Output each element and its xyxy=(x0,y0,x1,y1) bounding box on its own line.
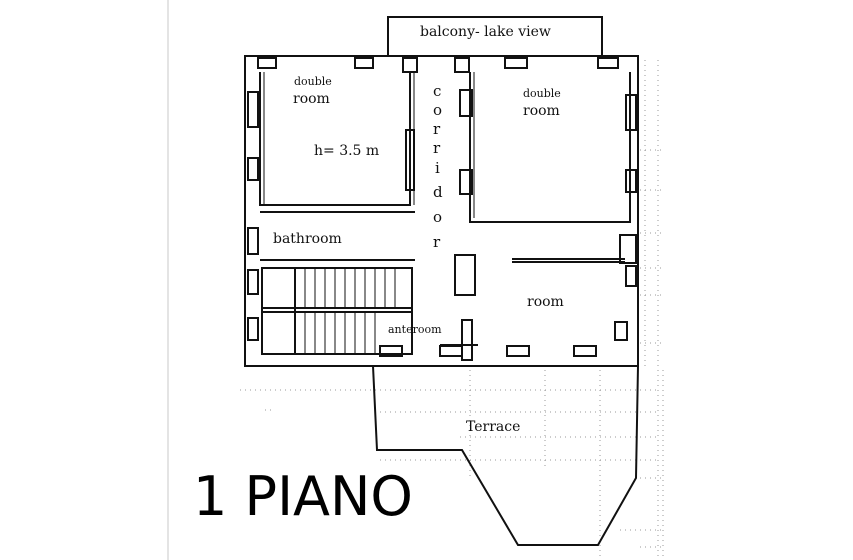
double-room-left-label-2: room xyxy=(293,91,330,107)
corridor-letter: c xyxy=(433,82,442,100)
terrace-outline xyxy=(372,365,639,546)
double-room-right-label-2: room xyxy=(523,103,560,119)
corridor-letter: d xyxy=(433,183,443,201)
stair-treads xyxy=(304,268,396,354)
double-room-right-label-1: double xyxy=(523,87,561,100)
corridor-letter: i xyxy=(435,159,440,177)
bathroom-label: bathroom xyxy=(273,231,342,247)
corridor-letter: r xyxy=(433,139,441,157)
room-label: room xyxy=(527,294,564,310)
walls xyxy=(244,16,639,546)
corridor-letter: r xyxy=(433,233,441,251)
grid-lines xyxy=(240,60,665,560)
double-room-left-label-1: double xyxy=(294,75,332,88)
building-outline xyxy=(244,55,639,367)
sidebar-strip xyxy=(0,0,169,560)
terrace-label: Terrace xyxy=(466,419,521,435)
floor-title: 1 PIANO xyxy=(193,465,413,528)
balcony-label: balcony- lake view xyxy=(420,24,551,40)
anteroom-label: anteroom xyxy=(388,323,442,336)
balcony-outline xyxy=(387,16,603,56)
corridor-letter: o xyxy=(433,101,443,119)
height-note: h= 3.5 m xyxy=(314,143,380,159)
corridor-letter: r xyxy=(433,120,441,138)
corridor-letter: o xyxy=(433,208,443,226)
